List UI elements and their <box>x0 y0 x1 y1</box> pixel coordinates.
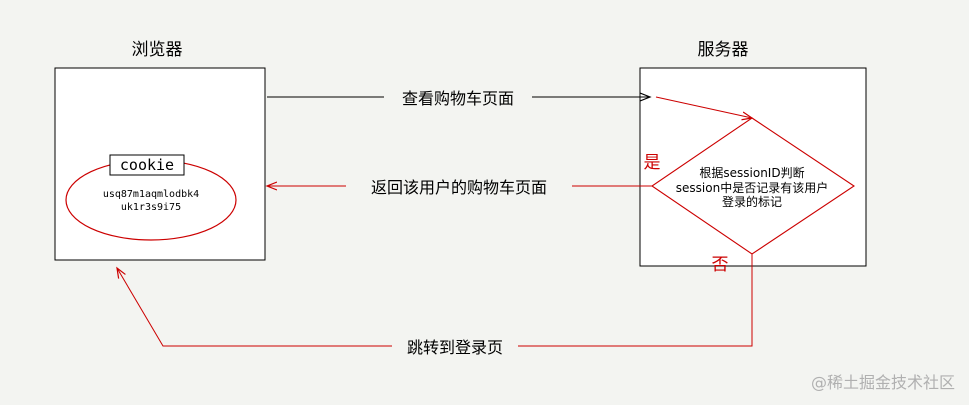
cookie-label-box <box>109 154 185 176</box>
redirect-label: 跳转到登录页 <box>407 338 503 357</box>
session-id-line2: uk1r3s9i75 <box>121 202 181 213</box>
redirect-arrow <box>117 254 753 347</box>
request-label-bg <box>384 85 532 109</box>
decision-text-line2: session中是否记录有该用户 <box>676 180 828 195</box>
into-diamond-arrow <box>655 96 752 118</box>
browser-title: 浏览器 <box>132 40 183 60</box>
return-label-bg <box>346 174 572 198</box>
redirect-label-bg <box>392 334 518 358</box>
no-label: 否 <box>712 255 729 275</box>
return-label: 返回该用户的购物车页面 <box>371 178 547 197</box>
yes-label: 是 <box>644 153 661 173</box>
decision-text-line3: 登录的标记 <box>722 194 782 209</box>
request-label: 查看购物车页面 <box>402 89 514 108</box>
session-id-line1: usq87m1aqmlodbk4 <box>103 189 199 200</box>
decision-text-line1: 根据sessionID判断 <box>699 165 804 180</box>
watermark: @稀土掘金技术社区 <box>811 373 955 392</box>
server-title: 服务器 <box>698 40 749 60</box>
cookie-label: cookie <box>120 156 174 174</box>
